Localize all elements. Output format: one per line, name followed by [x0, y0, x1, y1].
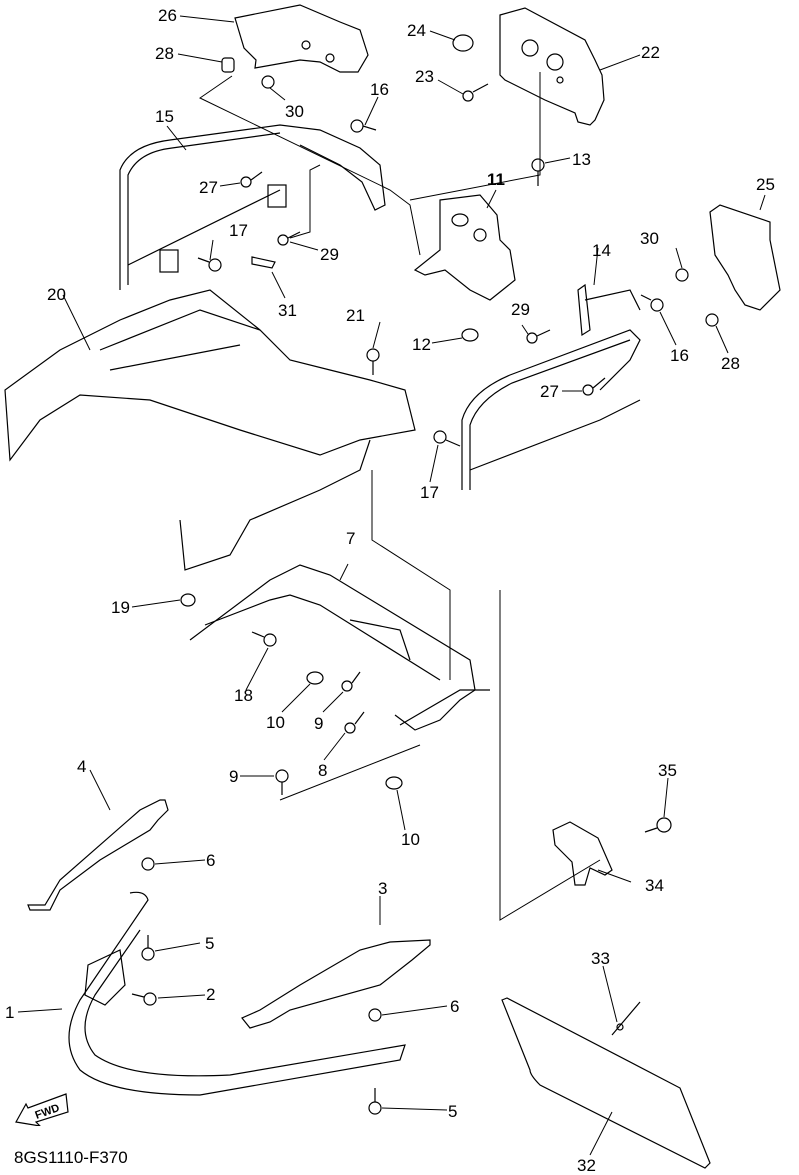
- callout-15: 15: [155, 107, 174, 126]
- part-25-side-cover: [709, 204, 781, 311]
- part-28-grommet: [221, 57, 235, 73]
- callout-13: 13: [572, 150, 591, 169]
- callout-29-right: 29: [511, 300, 530, 319]
- part-30-damper: [261, 75, 275, 89]
- callout-14: 14: [592, 241, 611, 260]
- callout-21: 21: [346, 306, 365, 325]
- callout-1: 1: [5, 1003, 15, 1022]
- callout-32: 32: [577, 1156, 596, 1175]
- part-29-bolt-right: [526, 329, 551, 344]
- callout-24: 24: [407, 21, 426, 40]
- callout-4: 4: [77, 757, 87, 776]
- callout-34: 34: [645, 876, 664, 895]
- part-22-tail-cover: [499, 7, 605, 126]
- part-29-bolt: [277, 231, 301, 246]
- callout-17: 17: [229, 221, 248, 240]
- part-17-bolt-right: [433, 430, 461, 447]
- part-6-nut: [141, 857, 155, 871]
- part-6-nut-right: [368, 1008, 382, 1022]
- callout-17-right: 17: [420, 483, 439, 502]
- callout-19: 19: [111, 598, 130, 617]
- callout-16-right: 16: [670, 346, 689, 365]
- part-16-bolt: [350, 119, 377, 133]
- callout-28-right: 28: [721, 354, 740, 373]
- part-2-bolt: [131, 992, 157, 1006]
- callout-23: 23: [415, 67, 434, 86]
- part-35-bolt: [644, 817, 672, 833]
- part-17-bolt: [197, 257, 222, 272]
- part-26-side-cover: [234, 4, 369, 73]
- part-10-nut-lower: [385, 776, 403, 790]
- part-5-bolt-right: [368, 1088, 382, 1115]
- callout-33: 33: [591, 949, 610, 968]
- part-33-rivet: [611, 1001, 641, 1036]
- part-3-cover-right: [241, 939, 431, 1029]
- drawing-code: 8GS1110-F370: [14, 1148, 128, 1167]
- callout-7: 7: [346, 529, 356, 548]
- callout-30-right: 30: [640, 229, 659, 248]
- callout-9-lower: 9: [229, 767, 239, 786]
- callout-5-lower: 5: [448, 1102, 458, 1121]
- callout-25: 25: [756, 175, 775, 194]
- part-18-bolt: [251, 631, 277, 647]
- callout-16: 16: [370, 80, 389, 99]
- callout-10: 10: [266, 713, 285, 732]
- part-15-grab-bar-left: [119, 124, 386, 290]
- callout-29: 29: [320, 245, 339, 264]
- callout-35: 35: [658, 761, 677, 780]
- callout-8: 8: [318, 761, 328, 780]
- part-23-screw: [462, 83, 489, 102]
- callout-31: 31: [278, 301, 297, 320]
- callout-6: 6: [206, 851, 216, 870]
- part-27-screw: [240, 171, 263, 188]
- part-11-bracket: [413, 194, 516, 301]
- part-20-rear-fender: [4, 289, 416, 571]
- part-30-damper-right: [675, 268, 689, 282]
- callout-20: 20: [47, 285, 66, 304]
- part-13-bolt: [531, 158, 545, 186]
- callout-leaders: [17, 15, 766, 1156]
- callout-6-right: 6: [450, 997, 460, 1016]
- part-19-damper: [180, 593, 196, 607]
- callout-12: 12: [412, 335, 431, 354]
- part-1-bumper: [68, 891, 406, 1096]
- part-34-bracket: [552, 821, 613, 886]
- part-9-bolt-lower: [275, 769, 289, 795]
- part-8-bolt: [344, 711, 365, 734]
- callout-27: 27: [199, 178, 218, 197]
- part-9-bolt: [341, 671, 361, 692]
- callout-26: 26: [158, 6, 177, 25]
- callout-28: 28: [155, 44, 174, 63]
- part-12-nut: [461, 328, 479, 342]
- part-5-bolt: [141, 935, 155, 961]
- part-27-screw-right: [582, 377, 606, 396]
- callout-10-lower: 10: [401, 830, 420, 849]
- callout-18: 18: [234, 686, 253, 705]
- callout-2: 2: [206, 985, 216, 1004]
- assembly-guide-lines: [199, 72, 601, 921]
- part-16-bolt-right: [640, 294, 664, 312]
- callout-5: 5: [205, 934, 215, 953]
- part-21-bolt: [366, 348, 380, 375]
- callout-11: 11: [487, 170, 505, 189]
- part-28-grommet-right: [705, 313, 719, 327]
- fwd-direction-marker: FWD: [14, 1090, 70, 1131]
- part-4-cover-left: [27, 799, 169, 911]
- callout-3: 3: [378, 879, 388, 898]
- fwd-arrow-icon: FWD: [15, 1093, 69, 1127]
- part-24-cap: [452, 34, 474, 52]
- part-31-label: [251, 256, 276, 269]
- part-14-grab-bar-right: [461, 283, 641, 490]
- part-10-nut: [306, 671, 324, 685]
- callout-30: 30: [285, 102, 304, 121]
- callout-22: 22: [641, 43, 660, 62]
- part-7-frame-bracket: [189, 564, 490, 731]
- part-32-plate: [501, 997, 711, 1169]
- callout-9: 9: [314, 714, 324, 733]
- callout-27-right: 27: [540, 382, 559, 401]
